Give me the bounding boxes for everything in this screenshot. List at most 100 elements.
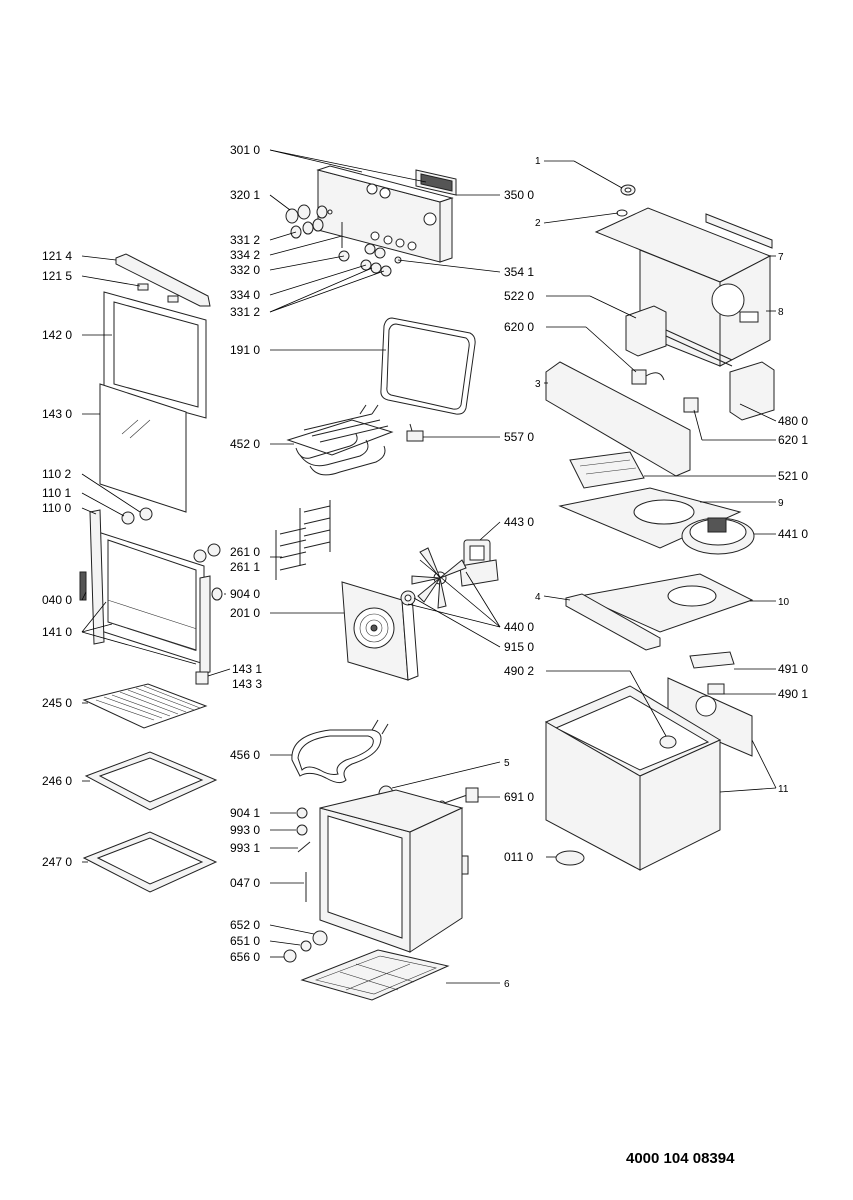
label-332-0: 332 0 [230,263,261,277]
bottom-element-6 [300,949,450,1001]
label-456-0: 456 0 [230,748,261,762]
label-143-0: 143 0 [42,407,73,421]
fan-cover-201-0 [341,581,419,681]
glass-clips-110 [121,507,221,563]
label-191-0: 191 0 [230,343,261,357]
lamp-assembly-652-656 [283,930,328,963]
label-110-0: 110 0 [42,501,72,515]
oven-cavity [319,789,469,953]
plate-9 [558,487,742,549]
outer-casing-11 [544,685,722,871]
module-480-0 [729,361,775,421]
deflector-4 [565,593,661,651]
foot-011-0 [555,850,585,866]
label-915-0: 915 0 [504,640,535,654]
label-993-0: 993 0 [230,823,261,837]
label-441-0: 441 0 [778,527,809,541]
module-522-0 [625,305,733,367]
screws-904-993 [296,807,311,902]
label-143-1: 143 1 [232,662,263,676]
knob-group-334-0 [338,222,402,277]
label-110-1: 110 1 [42,486,72,500]
label-110-2: 110 2 [42,467,72,481]
label-993-1: 993 1 [230,841,261,855]
glass-142-0 [103,291,207,419]
label-334-0: 334 0 [230,288,261,302]
label-10: 10 [778,597,790,608]
ring-element-456-0 [291,719,389,784]
board-521-0 [569,451,645,489]
bracket-7 [705,213,773,249]
document-reference-number: 4000 104 08394 [626,1150,735,1167]
label-8: 8 [778,307,784,318]
label-620-0: 620 0 [504,320,535,334]
label-047-0: 047 0 [230,876,261,890]
plate-10 [578,573,754,633]
tray-247-0 [82,831,218,893]
side-racks-261 [275,500,331,580]
label-490-1: 490 1 [778,687,809,701]
label-9: 9 [778,498,784,509]
label-261-0: 261 0 [230,545,261,559]
label-651-0: 651 0 [230,934,261,948]
label-331-2: 331 2 [230,233,261,247]
switch-620 [631,369,699,413]
fan-motor-441-0 [681,517,755,555]
label-201-0: 201 0 [230,606,261,620]
label-656-0: 656 0 [230,950,261,964]
label-440-0: 440 0 [504,620,535,634]
grommet-1-2 [616,184,636,217]
label-354-1: 354 1 [504,265,535,279]
label-11: 11 [778,784,789,795]
door-seal-191-0 [380,317,476,415]
label-121-5: 121 5 [42,269,73,283]
hinge-143 [195,671,209,685]
wire-rack-245-0 [82,683,208,729]
label-2: 2 [535,218,541,229]
label-7: 7 [778,252,784,263]
label-480-0: 480 0 [778,414,809,428]
terminal-491-0 [689,651,735,669]
label-246-0: 246 0 [42,774,73,788]
label-245-0: 245 0 [42,696,73,710]
label-247-0: 247 0 [42,855,73,869]
label-142-0: 142 0 [42,328,73,342]
label-334-2: 334 2 [230,248,261,262]
label-522-0: 522 0 [504,289,535,303]
label-652-0: 652 0 [230,918,261,932]
label-121-4: 121 4 [42,249,73,263]
back-panel-490 [667,677,753,757]
label-1: 1 [535,156,541,167]
label-904-0: 904 0 [230,587,261,601]
label-452-0: 452 0 [230,437,261,451]
label-443-0: 443 0 [504,515,535,529]
label-620-1: 620 1 [778,433,809,447]
label-011-0: 011 0 [504,850,534,864]
label-141-0: 141 0 [42,625,73,639]
grill-element-452-0 [286,404,394,476]
label-904-1: 904 1 [230,806,261,820]
hinge-040-0 [79,571,87,601]
label-6: 6 [504,979,510,990]
label-691-0: 691 0 [504,790,535,804]
door-frame-141-0 [89,509,211,675]
label-331-2-b: 331 2 [230,305,261,319]
thermostat-557-0 [406,423,424,442]
control-panel-301-0 [316,165,454,263]
fan-blade-440-0 [411,547,467,609]
label-350-0: 350 0 [504,188,535,202]
label-040-0: 040 0 [42,593,73,607]
label-143-3: 143 3 [232,677,263,691]
tray-246-0 [84,751,218,811]
top-panel [594,207,772,367]
label-557-0: 557 0 [504,430,535,444]
bracket-3 [545,361,691,477]
nut-915-0 [400,590,416,606]
label-3: 3 [535,379,541,390]
fan-motor-443-0 [459,539,499,587]
glass-143-0 [99,383,187,513]
washer-904-0 [211,587,223,601]
label-490-2: 490 2 [504,664,535,678]
label-5: 5 [504,758,510,769]
